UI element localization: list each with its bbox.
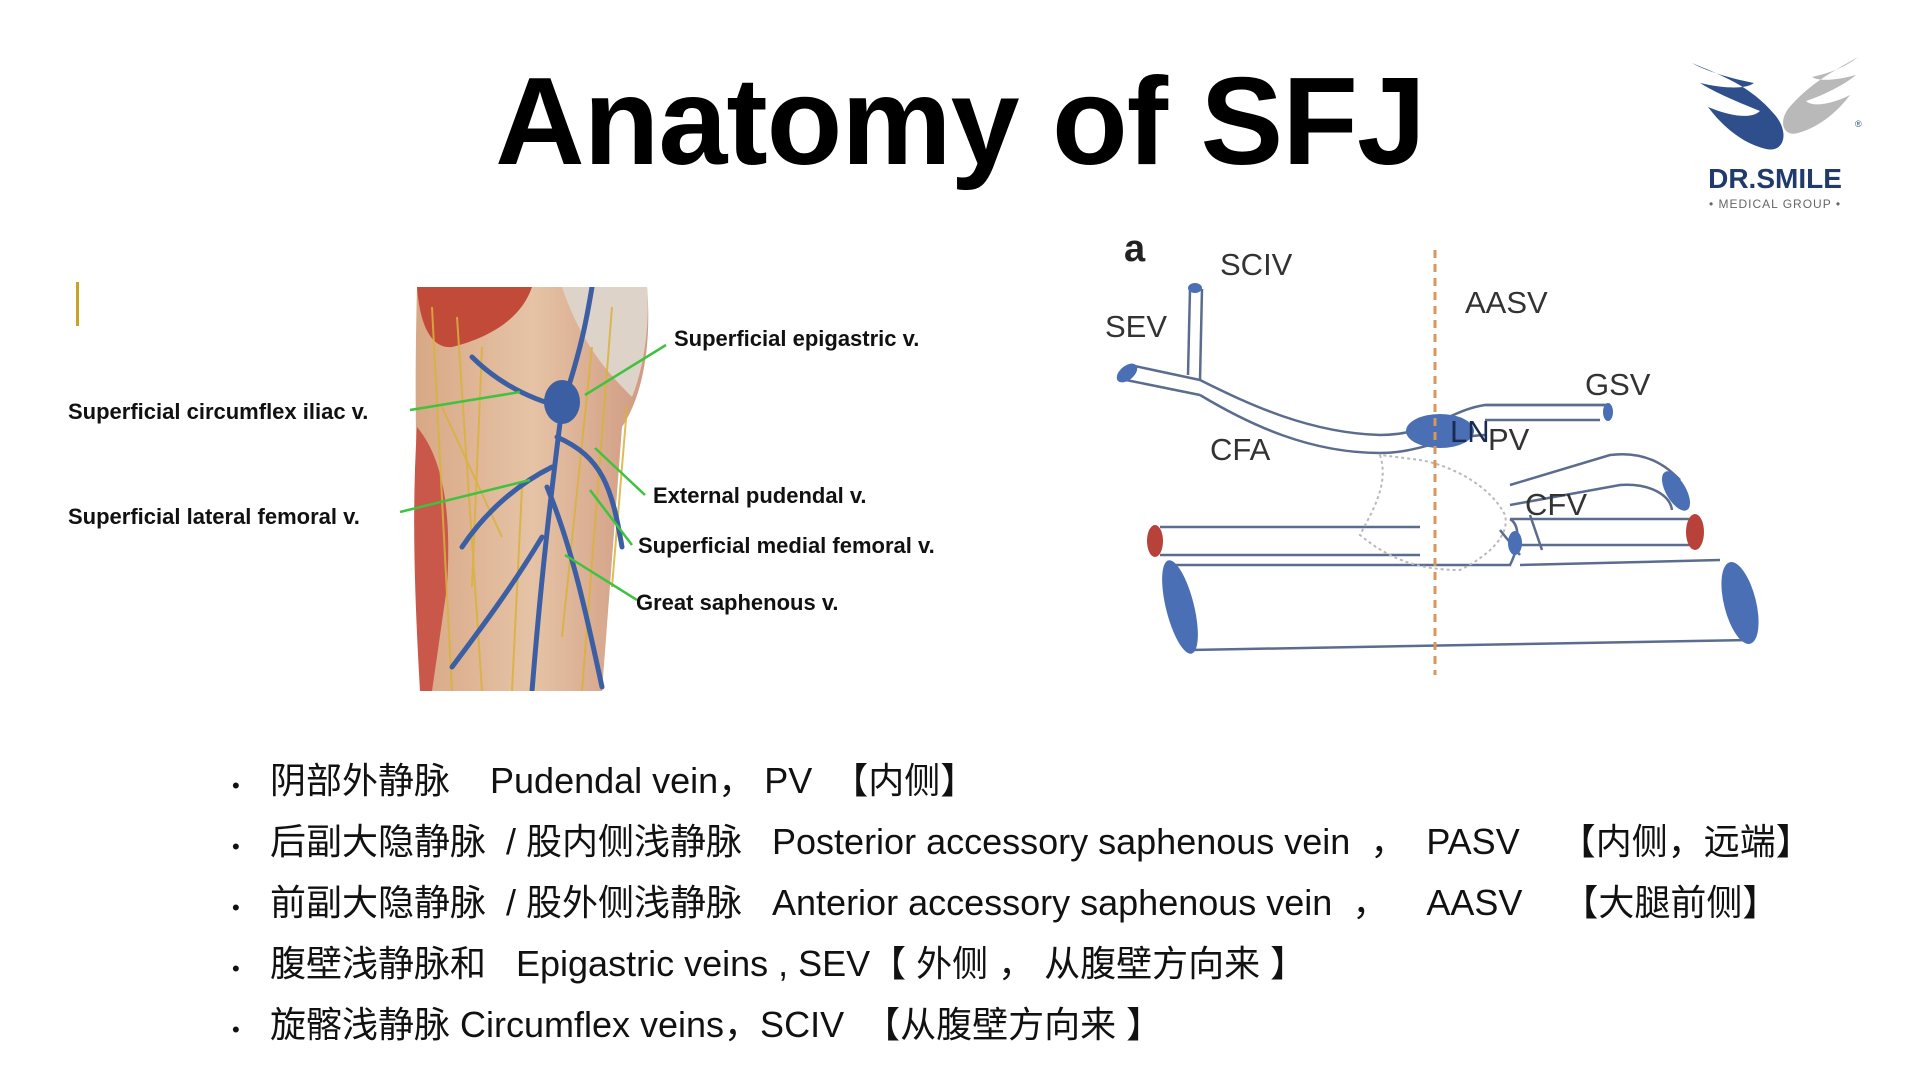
panel-label-a: a (1124, 228, 1146, 270)
label-superficial-circumflex-iliac: Superficial circumflex iliac v. (68, 399, 369, 424)
bullet-text: 腹壁浅静脉和 Epigastric veins , SEV【 外侧 ， 从腹壁方… (270, 943, 1307, 984)
label-superficial-medial-femoral: Superficial medial femoral v. (638, 533, 935, 558)
diagram-label-sev: SEV (1105, 309, 1167, 344)
svg-text:®: ® (1855, 119, 1862, 129)
diagram-label-aasv: AASV (1465, 285, 1548, 320)
diagram-label-sciv: SCIV (1220, 247, 1293, 282)
accent-bar (76, 282, 79, 326)
bullet-text: 阴部外静脉 Pudendal vein， PV 【内侧】 (270, 760, 977, 801)
company-logo: ® DR.SMILE • MEDICAL GROUP • (1680, 45, 1870, 215)
bullet-text: 后副大隐静脉 / 股内侧浅静脉 Posterior accessory saph… (270, 821, 1812, 862)
bullet-dot: • (232, 834, 240, 859)
label-external-pudendal: External pudendal v. (653, 483, 867, 508)
hands-icon: ® (1692, 57, 1862, 150)
bullet-text: 前副大隐静脉 / 股外侧浅静脉 Anterior accessory saphe… (270, 882, 1779, 923)
bullet-text: 旋髂浅静脉 Circumflex veins，SCIV 【从腹壁方向来 】 (270, 1004, 1163, 1045)
diagram-label-gsv: GSV (1585, 367, 1651, 402)
bullet-dot: • (232, 956, 240, 981)
label-superficial-lateral-femoral: Superficial lateral femoral v. (68, 504, 360, 529)
logo-name: DR.SMILE (1708, 163, 1842, 194)
bullet-dot: • (232, 773, 240, 798)
logo-subtitle: • MEDICAL GROUP • (1708, 197, 1842, 211)
diagram-label-cfv: CFV (1525, 487, 1587, 522)
diagram-label-pv: PV (1488, 422, 1530, 457)
bullet-dot: • (232, 1017, 240, 1042)
bullet-dot: • (232, 895, 240, 920)
list-item: • 阴部外静脉 Pudendal vein， PV 【内侧】 (232, 752, 1872, 813)
label-great-saphenous: Great saphenous v. (636, 590, 839, 615)
list-item: • 腹壁浅静脉和 Epigastric veins , SEV【 外侧 ， 从腹壁… (232, 935, 1872, 996)
sfj-schematic-diagram: a SCIV SEV (1105, 228, 1759, 675)
diagram-label-ln: LN (1450, 414, 1490, 449)
list-item: • 旋髂浅静脉 Circumflex veins，SCIV 【从腹壁方向来 】 (232, 996, 1872, 1057)
thigh-anatomy-illustration (414, 287, 649, 691)
bullet-list: • 阴部外静脉 Pudendal vein， PV 【内侧】 • 后副大隐静脉 / … (232, 752, 1872, 1057)
diagram-label-cfa: CFA (1210, 432, 1271, 467)
list-item: • 后副大隐静脉 / 股内侧浅静脉 Posterior accessory sap… (232, 813, 1872, 874)
slide-title: Anatomy of SFJ (495, 53, 1426, 191)
list-item: • 前副大隐静脉 / 股外侧浅静脉 Anterior accessory saph… (232, 874, 1872, 935)
label-superficial-epigastric: Superficial epigastric v. (674, 326, 920, 351)
